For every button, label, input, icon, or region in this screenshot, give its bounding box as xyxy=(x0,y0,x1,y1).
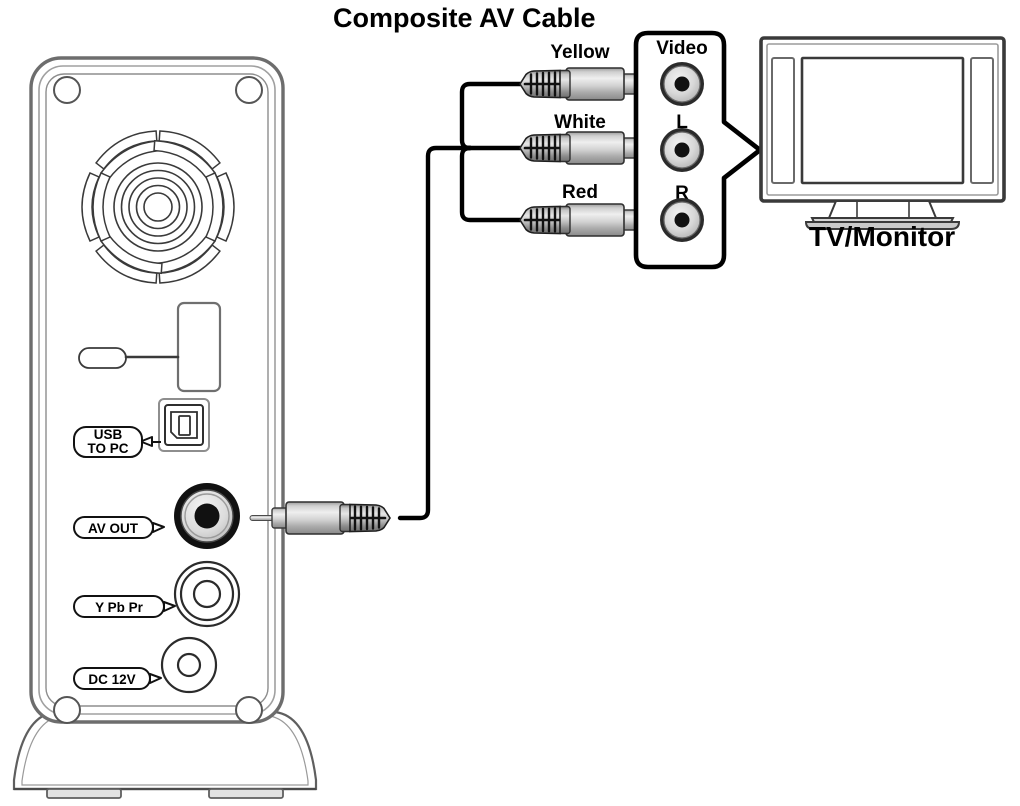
plug-red-label: Red xyxy=(562,182,598,203)
wire-red xyxy=(459,145,523,223)
callout-av-out: AV OUT xyxy=(73,516,165,539)
rear-slot xyxy=(176,301,222,393)
tv-speaker-right xyxy=(970,57,994,184)
screw-bottom-left xyxy=(53,696,81,724)
ypbpr-jack[interactable] xyxy=(173,560,241,628)
screw-top-right xyxy=(235,76,263,104)
tv-stand-foot xyxy=(804,221,961,230)
device-stand xyxy=(12,710,318,799)
jack-video-label: Video xyxy=(656,38,707,59)
callout-ypbpr: Y Pb Pr xyxy=(73,595,176,618)
page-title: Composite AV Cable xyxy=(333,3,596,33)
callout-dc: DC 12V xyxy=(73,667,162,690)
screw-bottom-right xyxy=(235,696,263,724)
stand-foot-left xyxy=(46,788,122,799)
jack-left[interactable] xyxy=(660,128,704,172)
wire-trunk xyxy=(397,145,523,521)
stand-foot-right xyxy=(208,788,284,799)
jack-left-label: L xyxy=(676,112,688,133)
tv-input-jack-panel: Video L R xyxy=(633,30,763,270)
tv-monitor: TV/Monitor xyxy=(759,36,1006,252)
usb-label-line1: USB xyxy=(94,427,123,442)
jack-video[interactable] xyxy=(660,62,704,106)
dc-label: DC 12V xyxy=(88,672,135,687)
tv-caption: TV/Monitor xyxy=(809,221,955,252)
callout-blank xyxy=(78,347,180,369)
plug-yellow-label: Yellow xyxy=(550,42,609,63)
callout-usb: USB TO PC xyxy=(73,426,161,458)
av-out-label: AV OUT xyxy=(88,521,139,536)
usb-port xyxy=(158,398,210,452)
tv-stand-neck xyxy=(827,200,938,219)
usb-label-line2: TO PC xyxy=(87,441,128,456)
fan-vent xyxy=(81,123,235,291)
screw-top-left xyxy=(53,76,81,104)
av-out-jack[interactable] xyxy=(174,483,240,549)
dc-power-jack[interactable] xyxy=(160,636,218,694)
tv-speaker-left xyxy=(771,57,795,184)
ypbpr-label: Y Pb Pr xyxy=(95,600,144,615)
plug-white-label: White xyxy=(554,112,606,133)
cable-wires xyxy=(397,81,523,521)
jack-right[interactable] xyxy=(660,198,704,242)
media-player: USB TO PC AV OUT Y Pb Pr xyxy=(12,56,318,799)
tv-screen xyxy=(800,56,965,185)
